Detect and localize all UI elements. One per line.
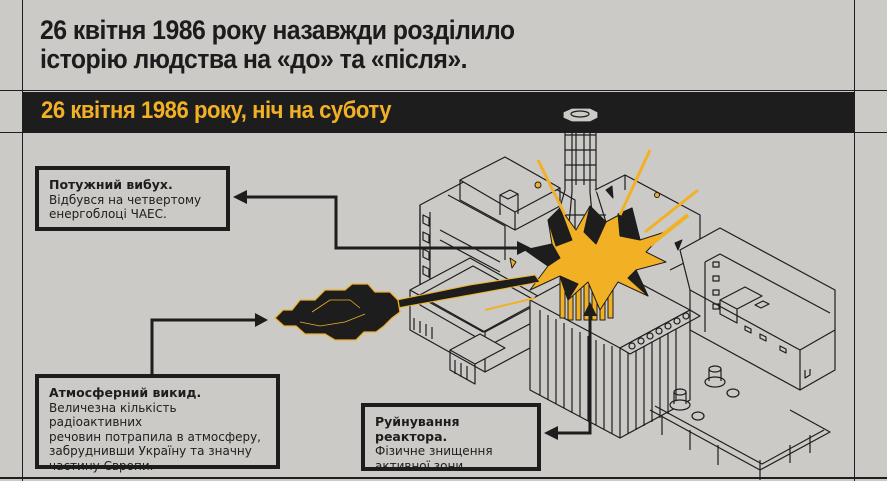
- frame-line-right: [854, 0, 855, 481]
- release-arrow-head: [255, 313, 268, 327]
- callout-explosion-line-1: Відбувся на четвертому: [49, 192, 202, 207]
- date-banner-text: 26 квітня 1986 року, ніч на суботу: [41, 97, 392, 124]
- callout-reactor-title: Руйнування реактора.: [375, 414, 460, 444]
- explosion-burst-icon: [484, 149, 699, 311]
- pumps-and-pipes: [649, 365, 831, 480]
- reactor-arrow-head-left: [544, 426, 558, 440]
- reactor-arrow-line: [555, 312, 592, 435]
- explosion-arrow-head-left: [233, 190, 247, 204]
- callout-explosion-line-2: енергоблоці ЧАЕС.: [49, 207, 167, 221]
- callout-reactor-line-2: активної зони.: [375, 458, 467, 473]
- callout-release-line-3: забруднивши Україну та значну: [49, 444, 252, 458]
- date-banner: [23, 92, 854, 132]
- arrows: [150, 190, 597, 440]
- frame-line-banner-bottom: [0, 132, 887, 133]
- frame-line-bottom: [0, 477, 887, 479]
- callout-release-title: Атмосферний викид.: [49, 385, 202, 400]
- callout-explosion-title: Потужний вибух.: [49, 177, 173, 192]
- frame-line-top: [0, 90, 887, 91]
- radioactive-cloud-icon: [274, 274, 541, 341]
- headline: 26 квітня 1986 року назавжди розділило і…: [40, 16, 515, 74]
- turbine-hall: [679, 227, 836, 391]
- callout-explosion: Потужний вибух. Відбувся на четвертому е…: [35, 166, 230, 231]
- release-arrow-line: [150, 318, 258, 376]
- callout-release-line-1: Величезна кількість радіоактивних: [49, 400, 177, 430]
- callout-release-line-4: частину Європи.: [49, 458, 154, 473]
- callout-reactor-line-1: Фізичне знищення: [375, 444, 493, 458]
- callout-reactor-destruction: Руйнування реактора. Фізичне знищення ак…: [361, 403, 541, 473]
- reactor-hall: [529, 261, 701, 439]
- callout-release-line-2: речовин потрапила в атмосферу,: [49, 429, 261, 444]
- reactor-arrow-head-up: [583, 302, 597, 316]
- explosion-arrow-line: [244, 195, 520, 250]
- headline-line-2: історію людства на «до» та «після».: [40, 44, 468, 74]
- frame-line-left: [22, 0, 23, 481]
- headline-line-1: 26 квітня 1986 року назавжди розділило: [40, 15, 515, 45]
- callout-atmospheric-release: Атмосферний викид. Величезна кількість р…: [35, 374, 280, 473]
- explosion-arrow-head-right: [517, 241, 531, 255]
